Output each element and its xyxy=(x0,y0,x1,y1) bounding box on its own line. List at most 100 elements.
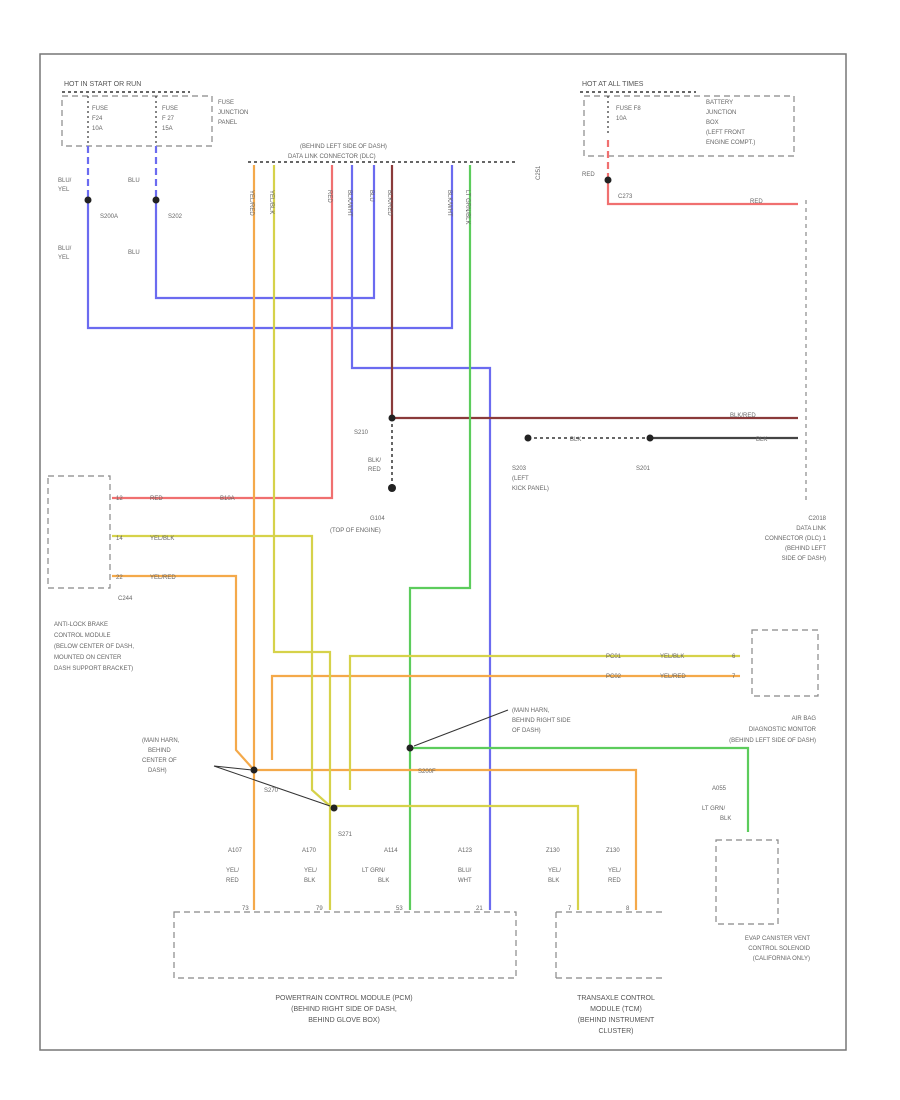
s200f-dot xyxy=(406,744,414,752)
blu-wire xyxy=(154,165,376,300)
dlc-connector: (BEHIND LEFT SIDE OF DASH) DATA LINK CON… xyxy=(248,144,807,500)
bjb-l3: BOX xyxy=(706,120,719,126)
pc02-pin: 7 xyxy=(732,674,736,680)
pc02-code: PC02 xyxy=(606,674,622,680)
blu-yel-top-2: YEL xyxy=(58,187,70,193)
mc-l1: (MAIN HARN, xyxy=(142,738,180,744)
s203-l3: KICK PANEL) xyxy=(512,486,549,492)
s200a-dot xyxy=(84,196,92,204)
behind-dash-label: (BEHIND LEFT SIDE OF DASH) xyxy=(300,144,387,150)
middle-labels: S210 BLK/ RED G104 (TOP OF ENGINE) BLK/R… xyxy=(330,413,767,534)
yellow-wires xyxy=(112,165,740,910)
mr-l3: OF DASH) xyxy=(512,728,541,734)
tcm-l2: MODULE (TCM) xyxy=(590,1006,642,1013)
blu-yel-bot-1: BLU/ xyxy=(58,246,72,252)
bjb-l1: BATTERY xyxy=(706,100,733,106)
s271-label: S271 xyxy=(338,832,353,838)
blu-bot: BLU xyxy=(128,250,140,256)
pcm-box xyxy=(173,911,517,979)
bottom-wire-labels: A107 A170 A114 A123 Z130 Z130 YEL/ RED Y… xyxy=(226,848,630,912)
abs-l4: MOUNTED ON CENTER xyxy=(54,655,122,661)
bc-5: Z130 xyxy=(606,848,620,854)
pin-4: 7 xyxy=(568,906,572,912)
tcm-l4: CLUSTER) xyxy=(598,1028,633,1035)
fuse2-l1: FUSE xyxy=(162,106,178,112)
yel-red-abs xyxy=(112,574,255,771)
evap-l3: (CALIFORNIA ONLY) xyxy=(753,956,810,962)
dlcv-5: BLK/RED xyxy=(386,190,392,216)
dlcv-4: BLU xyxy=(368,190,374,202)
hot-run-title: HOT IN START OR RUN xyxy=(64,81,141,88)
s202-label: S202 xyxy=(168,214,183,220)
red-abs-wire xyxy=(112,165,334,500)
yel-blk-airbag xyxy=(348,654,740,790)
fuse1-l1: FUSE xyxy=(92,106,108,112)
c273-dot xyxy=(604,176,612,184)
airbag-module: PC01 YEL/BLK 6 PC02 YEL/RED 7 AIR BAG DI… xyxy=(606,629,819,744)
s201-dot xyxy=(646,434,654,442)
blk-h2: BLK xyxy=(756,437,767,443)
s203-dot xyxy=(524,434,532,442)
fuse-pins xyxy=(87,96,609,146)
pc01-pin: 6 xyxy=(732,654,736,660)
s271-dot xyxy=(330,804,338,812)
bcol-4b: BLK xyxy=(548,878,559,884)
diagram-frame xyxy=(39,53,847,1051)
dlcv-2: RED xyxy=(326,190,332,203)
bjb-l5: ENGINE COMPT.) xyxy=(706,140,755,146)
blk-red-1: BLK/ xyxy=(368,458,381,464)
pc02-color: YEL/RED xyxy=(660,674,686,680)
mc-l4: DASH) xyxy=(148,768,167,774)
blu-yel-wire xyxy=(86,165,454,330)
pin-0: 73 xyxy=(242,906,249,912)
ground-wires xyxy=(391,418,798,488)
battery-junction-box xyxy=(583,95,795,157)
evap-l1: EVAP CANISTER VENT xyxy=(745,936,810,942)
dlc-l4: (BEHIND LEFT xyxy=(785,546,826,552)
bc-3: A123 xyxy=(458,848,473,854)
pcm-l3: BEHIND GLOVE BOX) xyxy=(308,1017,380,1024)
blk-red-h: BLK/RED xyxy=(730,413,756,419)
yel-red-tcm xyxy=(254,768,638,910)
s203-l2: (LEFT xyxy=(512,476,529,482)
s210-label: S210 xyxy=(354,430,369,436)
dlc-name: DATA LINK CONNECTOR (DLC) xyxy=(288,154,376,160)
abs-box xyxy=(47,475,111,589)
splice-dots xyxy=(84,176,654,812)
dlc-l2: DATA LINK xyxy=(796,526,826,532)
bcol-4a: YEL/ xyxy=(548,868,561,874)
dlc-vertical-labels: YEL/RED YEL/BLK RED BLK/WHT BLU BLK/RED … xyxy=(248,190,470,224)
left-wire-labels: BLU/ YEL BLU/ YEL BLU BLU S200A S202 RED… xyxy=(58,172,763,261)
airbag-l1: AIR BAG xyxy=(792,716,817,722)
yel-blk-tcm xyxy=(330,804,580,910)
bc-4: Z130 xyxy=(546,848,560,854)
tcm-module: TRANSAXLE CONTROL MODULE (TCM) (BEHIND I… xyxy=(555,911,664,1035)
g104-dot xyxy=(388,484,396,492)
pcm-l2: (BEHIND RIGHT SIDE OF DASH, xyxy=(291,1006,397,1013)
fuse1-l2: F24 xyxy=(92,116,103,122)
pin-3: 21 xyxy=(476,906,483,912)
bcol-0a: YEL/ xyxy=(226,868,239,874)
tcm-l1: TRANSAXLE CONTROL xyxy=(577,995,655,1002)
dlcv-7: LT GRN/BLK xyxy=(464,190,470,224)
a055-label: A055 xyxy=(712,786,727,792)
bc-2: A114 xyxy=(384,848,398,854)
s200a-label: S200A xyxy=(100,214,118,220)
panel-l2: JUNCTION xyxy=(218,110,248,116)
tcm-l3: (BEHIND INSTRUMENT xyxy=(578,1017,655,1024)
abs-l1: ANTI-LOCK BRAKE xyxy=(54,622,108,628)
fuse2-l2: F 27 xyxy=(162,116,175,122)
evap-module: A055 LT GRN/ BLK EVAP CANISTER VENT CONT… xyxy=(702,786,811,962)
red-h-label: RED xyxy=(750,199,763,205)
fusef8-l2: 10A xyxy=(616,116,627,122)
dlc-l5: SIDE OF DASH) xyxy=(782,556,826,562)
c244-label: C244 xyxy=(118,596,133,602)
g104-l1: G104 xyxy=(370,516,385,522)
airbag-l2: DIAGNOSTIC MONITOR xyxy=(749,727,817,733)
dlcv-3: BLK/WHT xyxy=(346,190,352,217)
blu-yel-top-1: BLU/ xyxy=(58,178,72,184)
pcm-module: POWERTRAIN CONTROL MODULE (PCM) (BEHIND … xyxy=(173,911,517,1024)
s210-dot xyxy=(388,414,396,422)
airbag-box xyxy=(751,629,819,697)
